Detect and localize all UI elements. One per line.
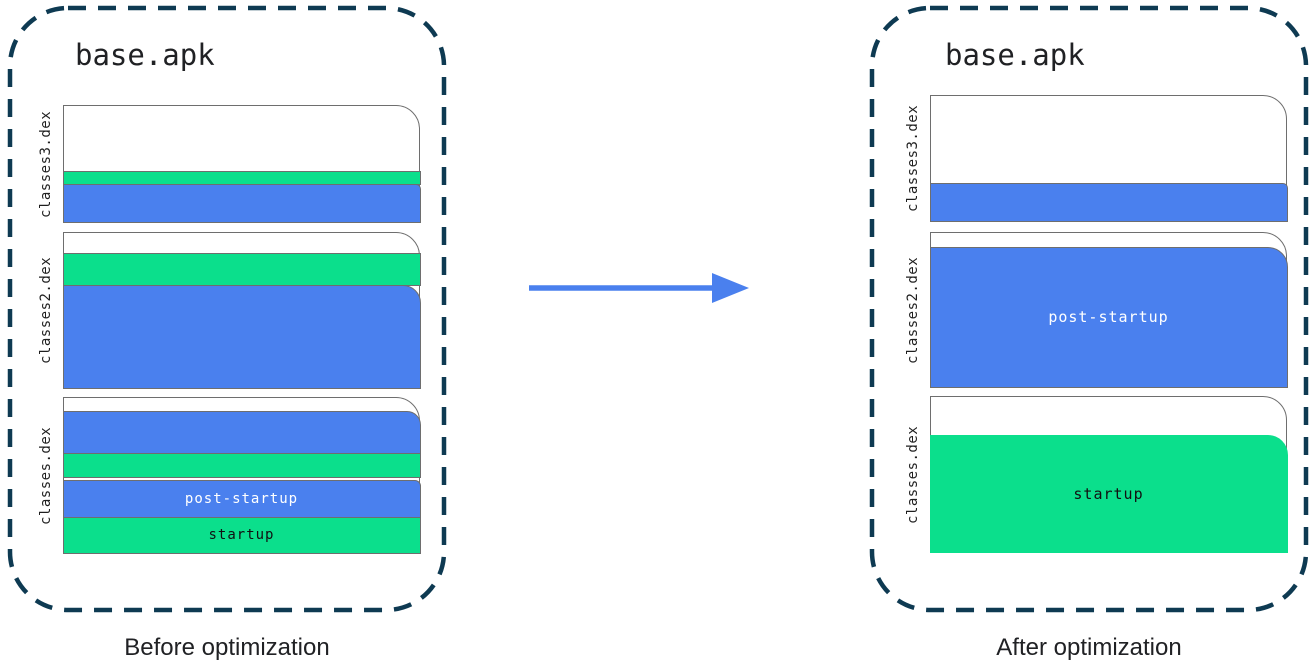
startup-band: startup bbox=[929, 434, 1288, 553]
post-startup-band bbox=[62, 183, 421, 223]
after-apk-title: base.apk bbox=[945, 38, 1085, 72]
post-startup-label: post-startup bbox=[184, 490, 299, 507]
before-caption: Before optimization bbox=[124, 634, 330, 661]
before-dex-label-classes3: classes3.dex bbox=[38, 110, 54, 218]
before-dex-file-classes3 bbox=[62, 105, 421, 223]
after-dex-label-classes2: classes2.dex bbox=[905, 256, 921, 364]
after-dex-label-classes3: classes3.dex bbox=[905, 104, 921, 213]
after-dex-file-classes: startup bbox=[929, 396, 1288, 553]
startup-band bbox=[62, 170, 421, 185]
before-dex-file-classes: post-startup startup bbox=[62, 397, 421, 554]
after-container-outline bbox=[869, 5, 1309, 613]
before-container-outline bbox=[7, 5, 447, 613]
startup-band: startup bbox=[62, 516, 421, 554]
after-caption: After optimization bbox=[996, 634, 1182, 661]
after-dex-label-classes: classes.dex bbox=[905, 425, 921, 524]
post-startup-band bbox=[62, 410, 421, 454]
before-dex-label-classes2: classes2.dex bbox=[38, 256, 54, 365]
after-dex-file-classes2: post-startup bbox=[929, 232, 1288, 388]
startup-label: startup bbox=[208, 527, 275, 543]
post-startup-band: post-startup bbox=[929, 246, 1288, 388]
post-startup-band bbox=[929, 182, 1288, 222]
post-startup-band bbox=[62, 284, 421, 389]
before-dex-file-classes2 bbox=[62, 232, 421, 389]
before-dex-label-classes: classes.dex bbox=[38, 426, 54, 525]
before-apk-title: base.apk bbox=[75, 38, 215, 72]
after-dex-file-classes3 bbox=[929, 95, 1288, 222]
startup-band bbox=[62, 252, 421, 286]
post-startup-label: post-startup bbox=[1048, 308, 1169, 326]
arrow-right-icon bbox=[529, 273, 749, 303]
startup-label: startup bbox=[1073, 484, 1144, 503]
startup-band bbox=[62, 452, 421, 478]
post-startup-band: post-startup bbox=[62, 479, 421, 518]
